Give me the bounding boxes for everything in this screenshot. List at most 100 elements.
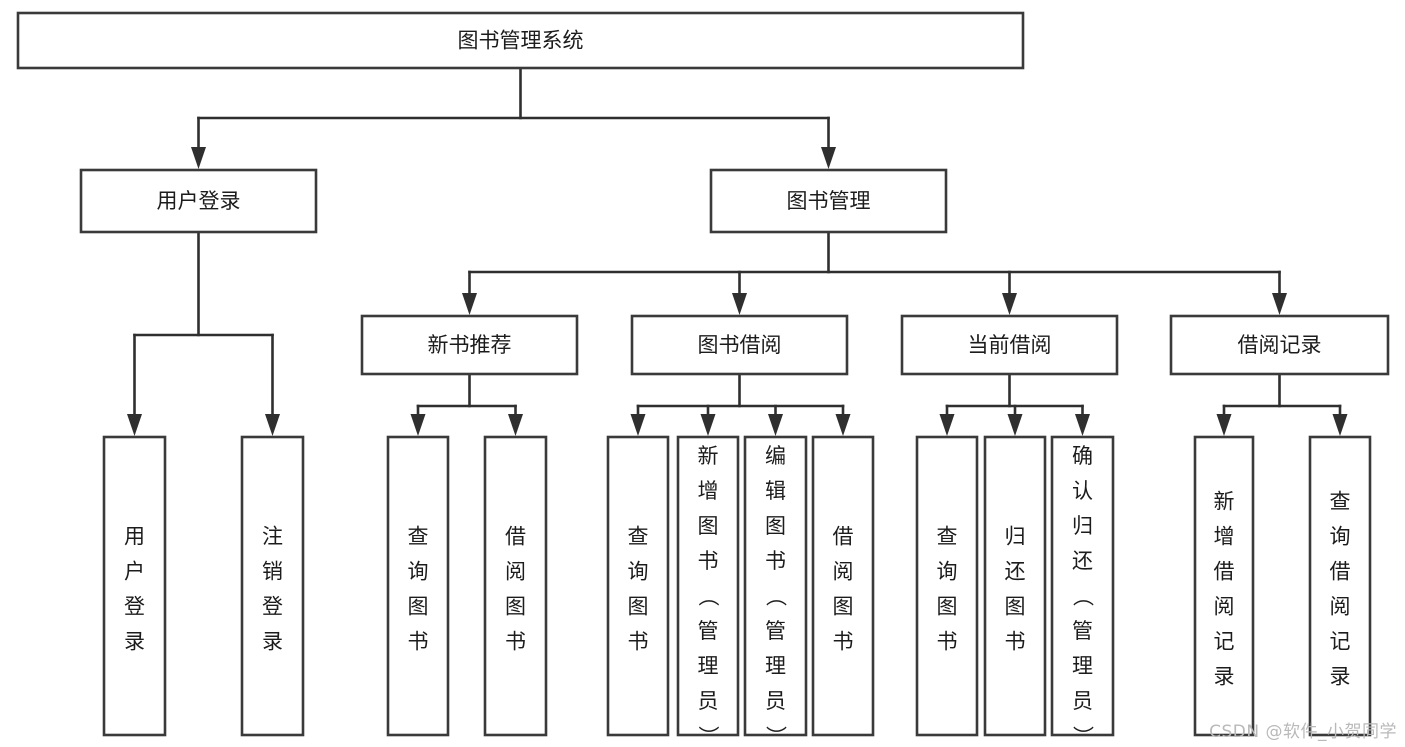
leaf-用户登录-drop-arrowhead bbox=[127, 414, 142, 436]
svg-text:查: 查 bbox=[408, 524, 429, 548]
level2-图书管理-drop-arrowhead bbox=[821, 147, 836, 169]
leaf-node-当前借阅-查询图书-8-box[interactable] bbox=[915, 435, 979, 737]
svg-text:记: 记 bbox=[1330, 629, 1351, 653]
level3-node-借阅记录-box[interactable] bbox=[1169, 314, 1390, 376]
leaf-node-借阅记录-查询借阅记录-12-box[interactable] bbox=[1308, 435, 1372, 737]
svg-text:）: ） bbox=[1071, 726, 1095, 747]
level3-图书借阅-drop-arrowhead bbox=[732, 293, 747, 315]
svg-text:图: 图 bbox=[698, 514, 719, 538]
svg-text:员: 员 bbox=[765, 689, 786, 713]
svg-text:阅: 阅 bbox=[1330, 594, 1351, 618]
leaf-新书推荐-借阅图书-drop-arrowhead bbox=[508, 414, 523, 436]
leaf-图书借阅-借阅图书-drop-arrowhead bbox=[835, 414, 851, 436]
leaf-node-当前借阅-归还图书-9-box[interactable] bbox=[983, 435, 1047, 737]
svg-text:增: 增 bbox=[1214, 524, 1235, 548]
svg-text:图: 图 bbox=[1005, 594, 1026, 618]
svg-text:认: 认 bbox=[1072, 479, 1093, 503]
svg-text:图: 图 bbox=[628, 594, 649, 618]
svg-text:书: 书 bbox=[765, 549, 786, 573]
level2-node-图书管理-box[interactable] bbox=[709, 168, 948, 234]
svg-text:归: 归 bbox=[1072, 514, 1093, 538]
svg-text:录: 录 bbox=[1214, 664, 1235, 688]
svg-text:书: 书 bbox=[937, 629, 958, 653]
leaf-当前借阅-确认归还管理员-drop-arrowhead bbox=[1075, 414, 1090, 436]
svg-text:记: 记 bbox=[1214, 629, 1235, 653]
svg-text:借: 借 bbox=[505, 524, 526, 548]
leaf-node-图书借阅-新增图书管理员-5-box[interactable] bbox=[676, 435, 740, 737]
level3-借阅记录-drop-arrowhead bbox=[1272, 293, 1287, 315]
leaf-当前借阅-归还图书-drop-arrowhead bbox=[1007, 414, 1023, 436]
root-node-box[interactable] bbox=[16, 11, 1025, 70]
watermark-label: CSDN @软件_小贺同学 bbox=[1209, 722, 1397, 742]
boxes-layer bbox=[16, 11, 1390, 737]
level3-node-图书借阅-box[interactable] bbox=[630, 314, 849, 376]
leaf-新书推荐-查询图书-drop-arrowhead bbox=[410, 414, 426, 436]
svg-text:新: 新 bbox=[698, 444, 719, 468]
root-node-label: 图书管理系统 bbox=[458, 29, 584, 53]
svg-text:员: 员 bbox=[698, 689, 719, 713]
svg-text:管: 管 bbox=[1072, 619, 1093, 643]
level2-node-用户登录-label: 用户登录 bbox=[157, 189, 241, 213]
svg-text:登: 登 bbox=[262, 594, 283, 618]
level2-node-图书管理-label: 图书管理 bbox=[787, 189, 871, 213]
leaf-node-图书借阅-借阅图书-7-box[interactable] bbox=[811, 435, 875, 737]
leaf-node-新书推荐-查询图书-2-box[interactable] bbox=[386, 435, 450, 737]
svg-text:询: 询 bbox=[1330, 524, 1351, 548]
svg-text:还: 还 bbox=[1072, 549, 1093, 573]
leaf-借阅记录-查询借阅记录-drop-arrowhead bbox=[1332, 414, 1348, 436]
leaf-node-用户登录-注销登录-1-box[interactable] bbox=[240, 435, 305, 737]
svg-text:辑: 辑 bbox=[765, 479, 786, 503]
level3-node-图书借阅-label: 图书借阅 bbox=[698, 333, 782, 357]
level2-node-用户登录-box[interactable] bbox=[79, 168, 318, 234]
level3-node-新书推荐-box[interactable] bbox=[360, 314, 579, 376]
leaf-node-图书借阅-编辑图书管理员-6-box[interactable] bbox=[743, 435, 808, 737]
svg-text:员: 员 bbox=[1072, 689, 1093, 713]
leaf-图书借阅-查询图书-drop-arrowhead bbox=[630, 414, 646, 436]
svg-text:还: 还 bbox=[1005, 559, 1026, 583]
leaf-node-用户登录-用户登录-0-label: 用户登录 bbox=[124, 524, 145, 653]
svg-text:询: 询 bbox=[408, 559, 429, 583]
svg-text:借: 借 bbox=[1214, 559, 1235, 583]
svg-text:查: 查 bbox=[1330, 489, 1351, 513]
svg-text:图: 图 bbox=[505, 594, 526, 618]
leaf-node-当前借阅-确认归还管理员-10-box[interactable] bbox=[1050, 435, 1115, 737]
svg-text:阅: 阅 bbox=[505, 559, 526, 583]
svg-text:查: 查 bbox=[628, 524, 649, 548]
svg-text:阅: 阅 bbox=[833, 559, 854, 583]
level3-新书推荐-drop-arrowhead bbox=[462, 293, 477, 315]
svg-text:图: 图 bbox=[765, 514, 786, 538]
level3-当前借阅-drop-arrowhead bbox=[1002, 293, 1017, 315]
svg-text:借: 借 bbox=[1330, 559, 1351, 583]
svg-text:书: 书 bbox=[833, 629, 854, 653]
svg-text:书: 书 bbox=[505, 629, 526, 653]
connectors-layer bbox=[127, 66, 1348, 436]
leaf-node-借阅记录-新增借阅记录-11-box[interactable] bbox=[1193, 435, 1255, 737]
svg-text:录: 录 bbox=[1330, 664, 1351, 688]
labels-layer: 图书管理系统用户登录图书管理新书推荐图书借阅当前借阅借阅记录用户登录注销登录查询… bbox=[124, 29, 1351, 747]
leaf-注销登录-drop-arrowhead bbox=[265, 414, 280, 436]
leaf-node-图书借阅-查询图书-4-box[interactable] bbox=[606, 435, 670, 737]
svg-text:登: 登 bbox=[124, 594, 145, 618]
level3-node-当前借阅-box[interactable] bbox=[900, 314, 1119, 376]
level3-node-新书推荐-label: 新书推荐 bbox=[428, 333, 512, 357]
svg-text:书: 书 bbox=[1005, 629, 1026, 653]
leaf-node-新书推荐-借阅图书-3-box[interactable] bbox=[483, 435, 548, 737]
svg-text:用: 用 bbox=[124, 524, 145, 548]
svg-text:（: （ bbox=[1071, 586, 1095, 607]
leaf-node-用户登录-用户登录-0-box[interactable] bbox=[102, 435, 167, 737]
level3-node-当前借阅-label: 当前借阅 bbox=[968, 333, 1052, 357]
svg-text:）: ） bbox=[764, 726, 788, 747]
